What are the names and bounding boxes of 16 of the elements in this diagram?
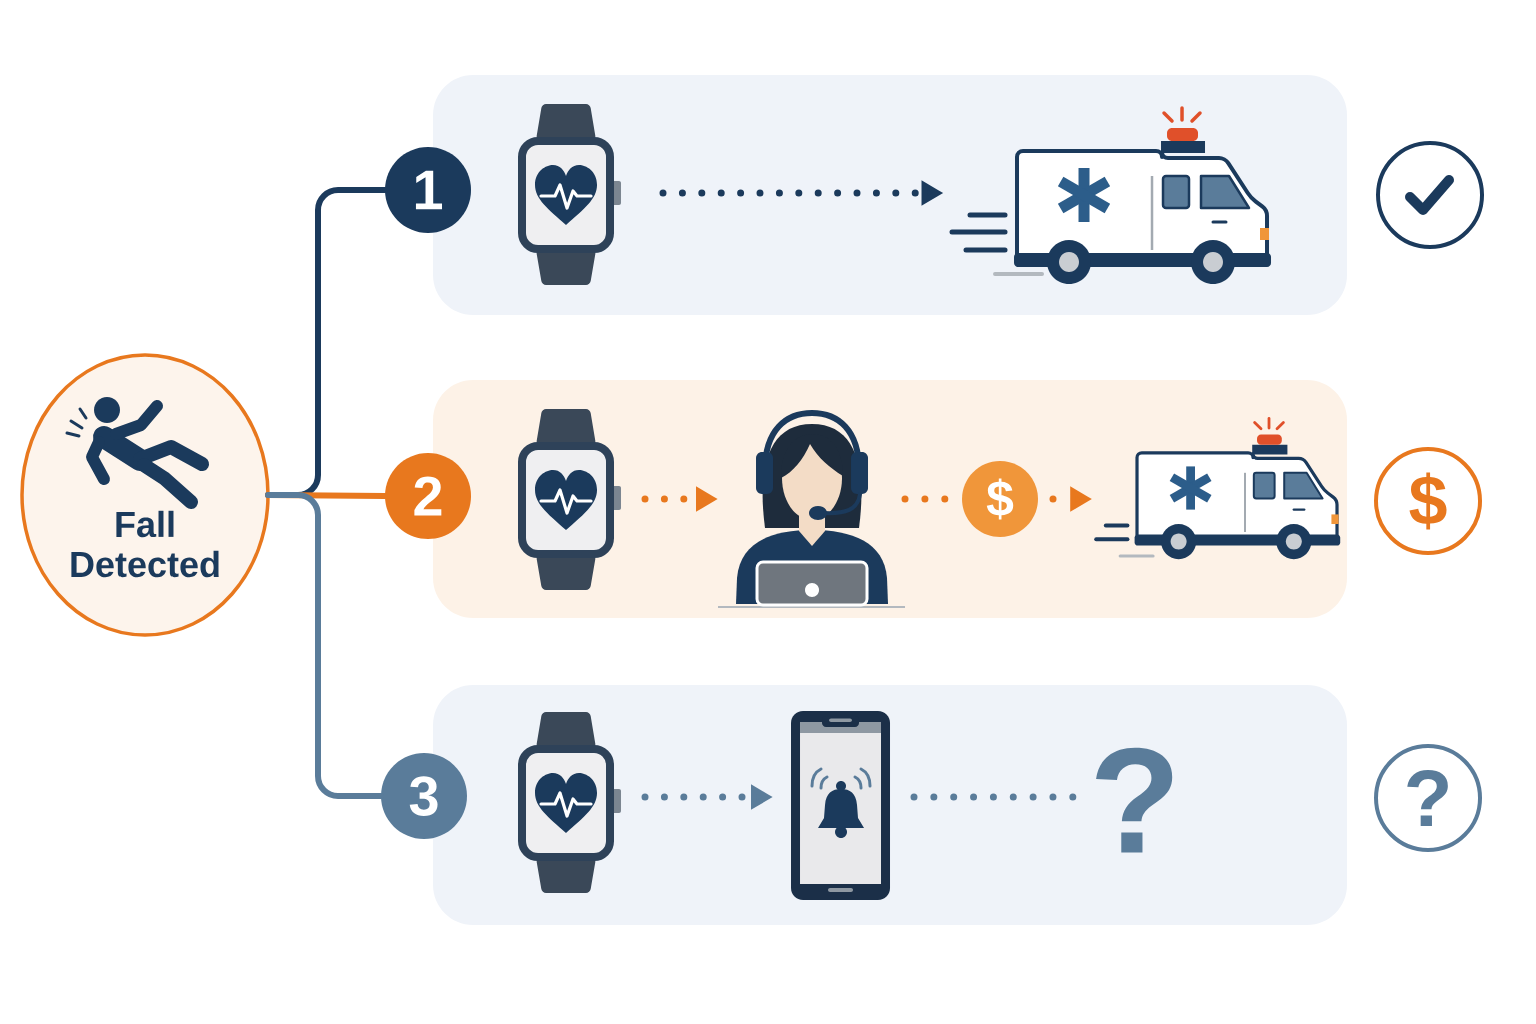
dollar-coin: $ [962,461,1038,537]
number-badge: 2 [385,453,471,539]
smartwatch-icon [518,409,621,590]
ambulance-icon [1094,417,1341,560]
smartwatch-icon [518,712,621,893]
smartwatch-icon [518,104,621,285]
dotted-line [901,495,949,503]
number-badge: 3 [381,753,467,839]
branch-line [265,492,384,799]
ambulance-icon [949,106,1271,284]
number-badge: 1 [385,147,471,233]
check-circle-icon [1376,141,1484,249]
question-mark: ? [1096,747,1173,853]
call-agent-icon [717,410,906,608]
dotted-line [910,793,1077,801]
phone-bell-icon [791,711,890,900]
